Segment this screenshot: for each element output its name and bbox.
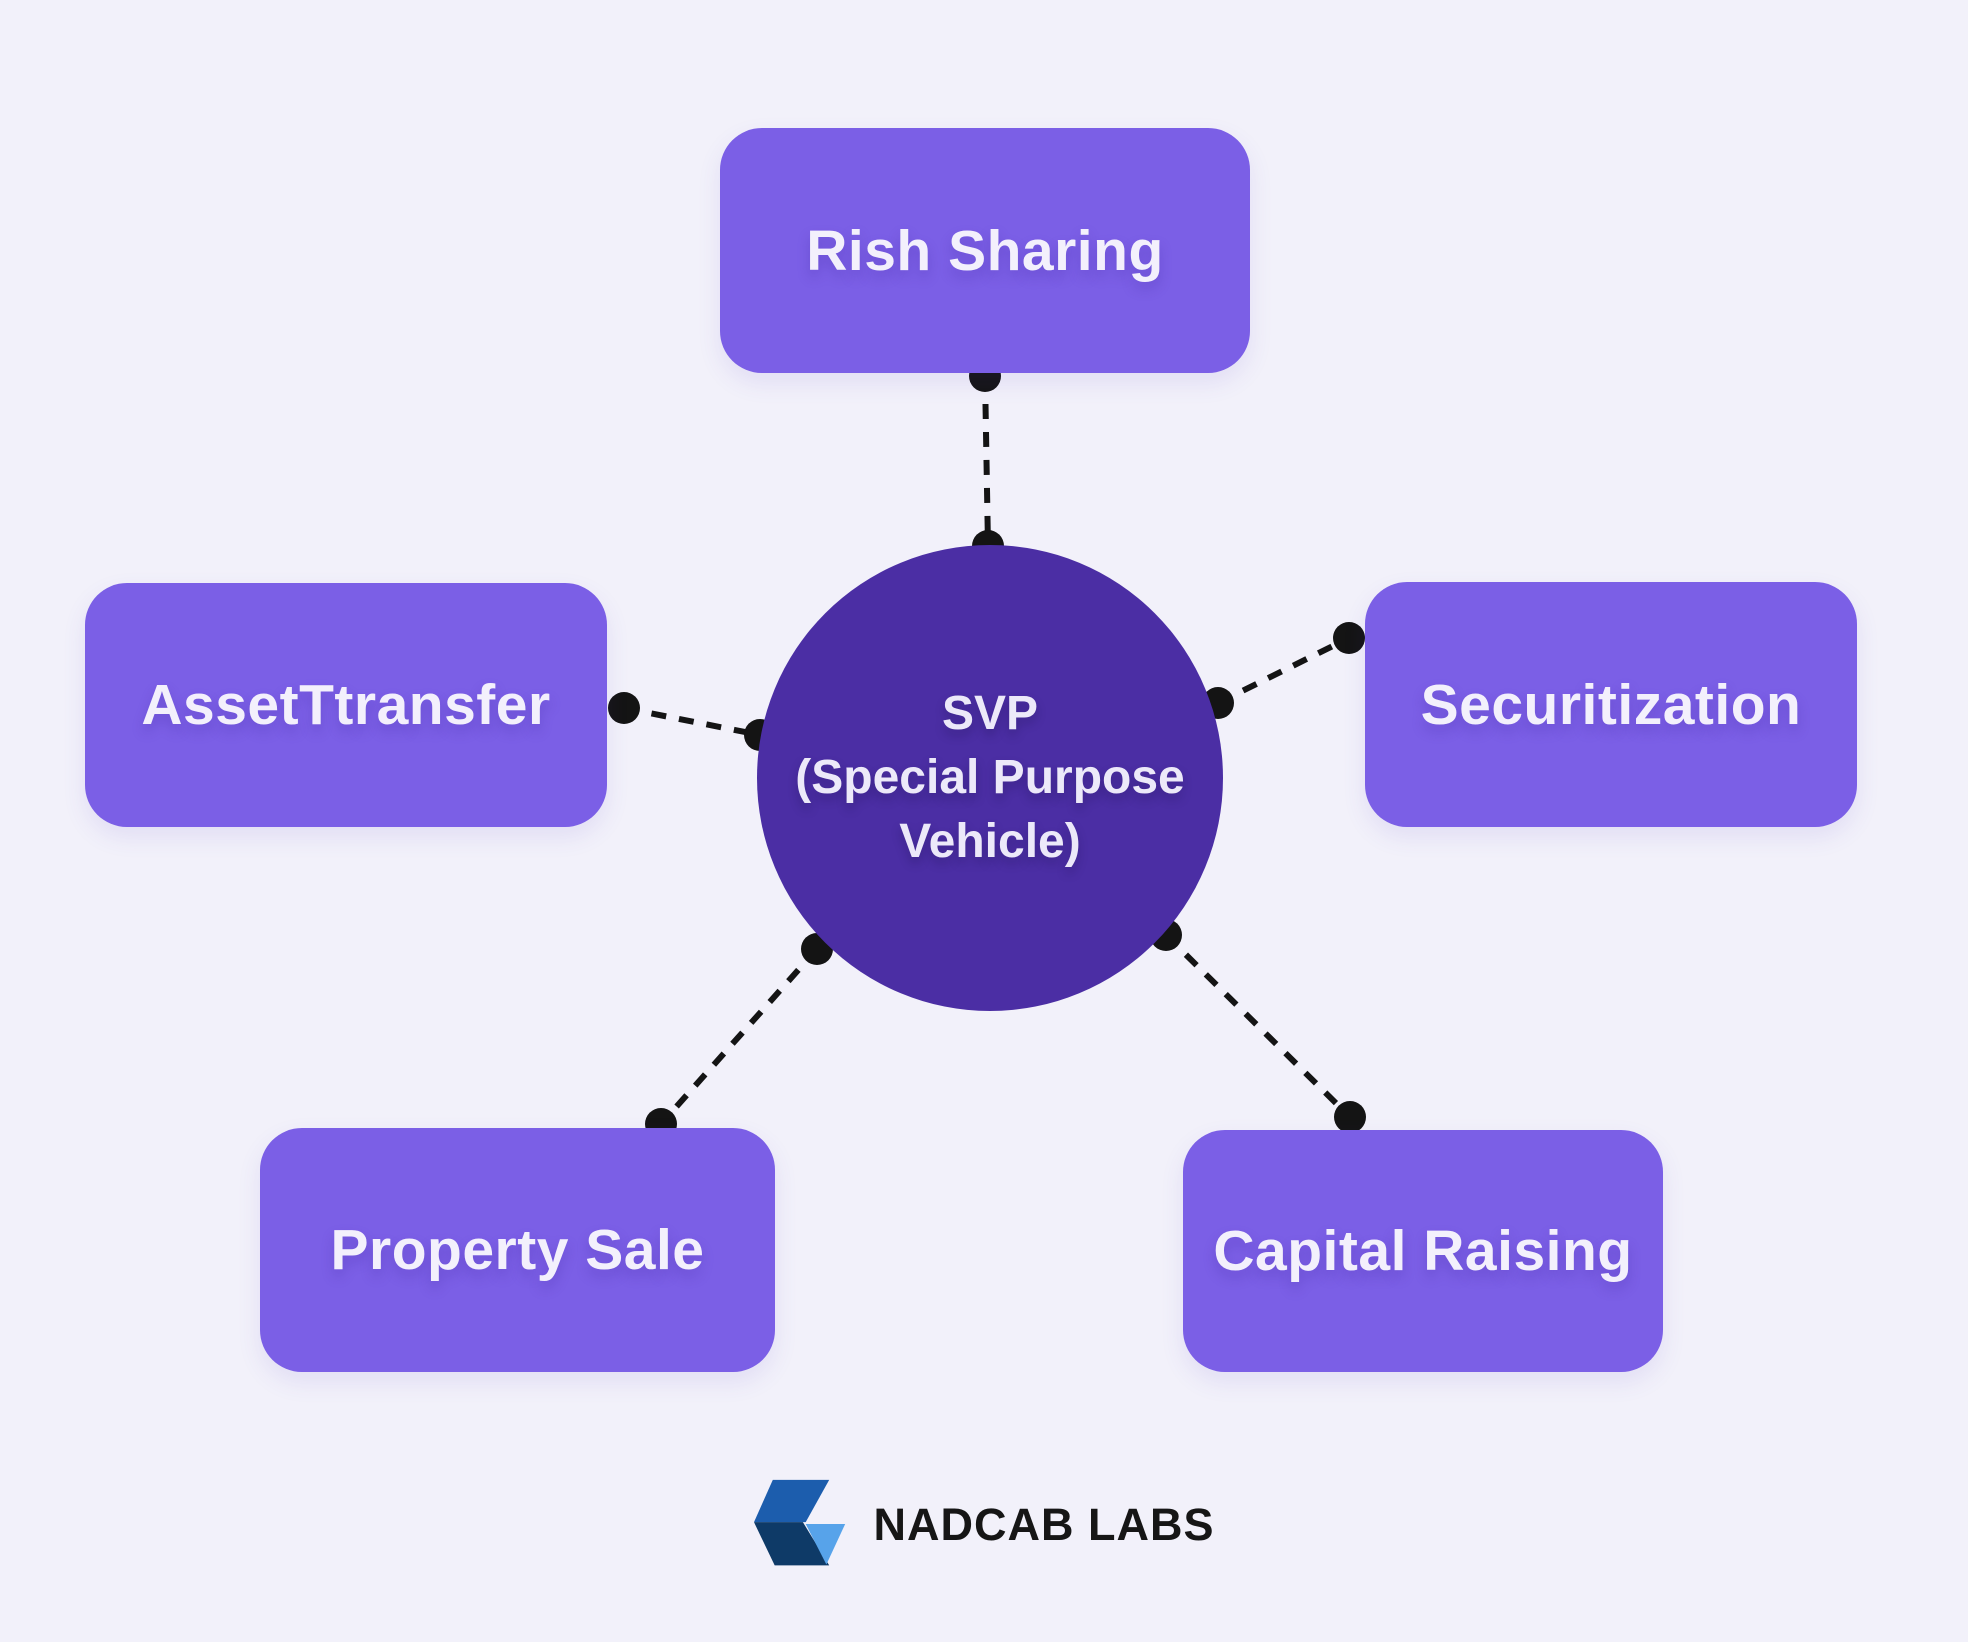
connector-left [608, 692, 776, 751]
node-capital-raising: Capital Raising [1183, 1130, 1663, 1372]
node-capital-raising-label: Capital Raising [1213, 1219, 1633, 1283]
hub-label-line3: Vehicle) [899, 814, 1081, 868]
hub-spv-circle: SVP (Special Purpose Vehicle) [757, 545, 1223, 1011]
node-rish-sharing-label: Rish Sharing [806, 218, 1164, 283]
connector-bottom-left [645, 933, 833, 1140]
brand-text: NADCAB LABS [873, 1499, 1215, 1550]
node-asset-transfer: AssetTtransfer [85, 583, 607, 827]
connector-top [969, 360, 1004, 562]
footer-brand: NADCAB LABS [0, 1478, 1968, 1572]
node-asset-transfer-label: AssetTtransfer [141, 673, 551, 737]
node-securitization-label: Securitization [1420, 672, 1802, 737]
node-property-sale: Property Sale [260, 1128, 775, 1372]
node-securitization: Securitization [1365, 582, 1857, 827]
node-rish-sharing: Rish Sharing [720, 128, 1250, 373]
connector-right [1202, 622, 1365, 719]
node-property-sale-label: Property Sale [330, 1218, 705, 1282]
hub-label: SVP (Special Purpose Vehicle) [795, 682, 1184, 873]
nadcab-cube-icon [753, 1479, 845, 1566]
connector-bottom-right [1150, 919, 1366, 1133]
hub-label-line1: SVP [941, 687, 1039, 741]
hub-label-line2: (Special Purpose [795, 751, 1185, 805]
